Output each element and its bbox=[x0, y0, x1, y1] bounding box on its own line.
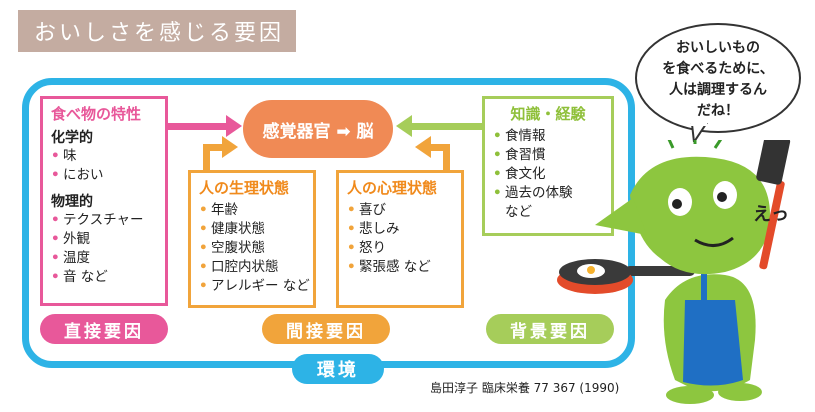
knowledge-box-title: 知識・経験 bbox=[510, 105, 586, 123]
indirect-factor-pill: 間接要因 bbox=[262, 314, 390, 344]
speech-line: だね！ bbox=[697, 103, 739, 119]
orange-arrow-right bbox=[415, 136, 450, 170]
food-box-title: 食べ物の特性 bbox=[51, 105, 142, 123]
list-item: •喜び bbox=[347, 202, 386, 218]
cooking-mascot-illustration: えっ bbox=[557, 140, 791, 404]
list-item: •怒り bbox=[347, 240, 386, 256]
sensory-organ-brain: 感覚器官 ➡ 脳 bbox=[243, 100, 393, 158]
speech-bubble bbox=[635, 23, 801, 142]
physiological-state-box: 人の生理状態 •年齢 •健康状態 •空腹状態 •口腔内状態 •アレルギー など bbox=[188, 170, 316, 308]
list-item: など bbox=[505, 204, 532, 220]
psych-box-title: 人の心理状態 bbox=[347, 179, 438, 197]
list-item: •アレルギー など bbox=[199, 278, 310, 294]
physio-box-title: 人の生理状態 bbox=[199, 179, 290, 197]
list-item: •悲しみ bbox=[347, 221, 400, 237]
chemical-list: •味 •におい bbox=[51, 147, 157, 185]
list-item: •味 bbox=[51, 148, 77, 164]
character-exclamation: えっ bbox=[753, 204, 789, 225]
mascot-head bbox=[595, 140, 770, 275]
list-item: •外観 bbox=[51, 231, 90, 247]
list-item: •過去の体験 bbox=[493, 185, 573, 201]
knowledge-list: •食情報 •食習慣 •食文化 •過去の体験 など bbox=[493, 127, 603, 222]
physical-label: 物理的 bbox=[51, 194, 93, 210]
speech-line: を食べるために、 bbox=[662, 61, 774, 77]
spatula-icon bbox=[756, 140, 791, 270]
psychological-state-box: 人の心理状態 •喜び •悲しみ •怒り •緊張感 など bbox=[336, 170, 464, 308]
physio-list: •年齢 •健康状態 •空腹状態 •口腔内状態 •アレルギー など bbox=[199, 201, 310, 296]
frying-pan-icon bbox=[557, 259, 695, 294]
environment-label: 環境 bbox=[292, 354, 384, 384]
list-item: •空腹状態 bbox=[199, 240, 265, 256]
speech-line: おいしいもの bbox=[676, 40, 760, 56]
pink-arrow bbox=[168, 115, 242, 137]
list-item: •緊張感 など bbox=[347, 259, 431, 275]
direct-factor-pill: 直接要因 bbox=[40, 314, 168, 344]
list-item: •におい bbox=[51, 167, 104, 183]
page-title: おいしさを感じる要因 bbox=[18, 10, 296, 52]
orange-arrow-left bbox=[203, 136, 238, 170]
background-factor-pill: 背景要因 bbox=[486, 314, 614, 344]
list-item: •音 など bbox=[51, 269, 108, 285]
green-arrow bbox=[396, 115, 482, 137]
list-item: •温度 bbox=[51, 250, 90, 266]
food-characteristics-box: 食べ物の特性 化学的 •味 •におい 物理的 •テクスチャー •外観 •温度 •… bbox=[40, 96, 168, 306]
list-item: •口腔内状態 bbox=[199, 259, 279, 275]
list-item: •テクスチャー bbox=[51, 212, 144, 228]
list-item: •年齢 bbox=[199, 202, 238, 218]
chemical-label: 化学的 bbox=[51, 130, 93, 146]
list-item: •健康状態 bbox=[199, 221, 265, 237]
list-item: •食習慣 bbox=[493, 147, 546, 163]
psych-list: •喜び •悲しみ •怒り •緊張感 など bbox=[347, 201, 453, 277]
list-item: •食文化 bbox=[493, 166, 546, 182]
mascot-body bbox=[663, 260, 756, 392]
citation: 島田淳子 臨床栄養 77 367 (1990) bbox=[430, 381, 620, 395]
list-item: •食情報 bbox=[493, 128, 546, 144]
speech-line: 人は調理するん bbox=[669, 82, 767, 98]
knowledge-experience-box: 知識・経験 •食情報 •食習慣 •食文化 •過去の体験 など bbox=[482, 96, 614, 236]
physical-list: •テクスチャー •外観 •温度 •音 など bbox=[51, 211, 157, 287]
speech-text: おいしいもの を食べるために、 人は調理するん だね！ bbox=[632, 38, 804, 122]
